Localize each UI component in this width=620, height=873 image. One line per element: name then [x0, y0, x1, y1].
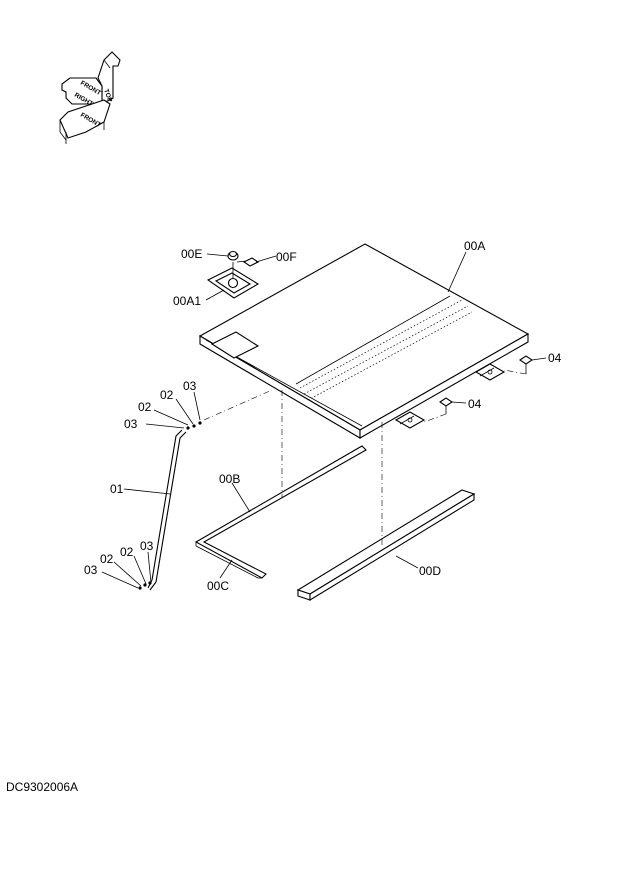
bolt-04-lower: [423, 397, 453, 423]
label-04-lower: 04: [468, 397, 482, 411]
label-00E: 00E: [181, 247, 202, 261]
label-02-top: 02: [160, 388, 174, 402]
label-00F: 00F: [276, 250, 297, 264]
label-03-top-b: 03: [124, 417, 138, 431]
drawing-number: DC9302006A: [6, 780, 79, 794]
orientation-icon: TOP FRONT RIGHT FRONT: [59, 51, 121, 144]
center-lines: [203, 389, 383, 548]
label-02-bot-a: 02: [100, 552, 114, 566]
label-00C: 00C: [207, 579, 229, 593]
label-03-bot-b: 03: [140, 539, 154, 553]
label-00A1: 00A1: [173, 294, 201, 308]
seal-bar-00D: [296, 489, 476, 601]
cover-panel-00A: [198, 243, 530, 439]
seal-00B-00C: [194, 445, 367, 579]
label-03-bot-a: 03: [84, 563, 98, 577]
label-00A: 00A: [464, 239, 485, 253]
label-00B: 00B: [219, 472, 240, 486]
part-labels: 00E 00F 00A 00A1 04 04 03 02 02 03 01 00…: [84, 239, 562, 593]
label-04-upper: 04: [548, 351, 562, 365]
lock-assembly: [206, 250, 260, 299]
rod-01: [138, 421, 202, 591]
label-02-bot-b: 02: [120, 545, 134, 559]
label-00D: 00D: [419, 564, 441, 578]
label-02-top-b: 02: [138, 400, 152, 414]
label-01: 01: [110, 482, 124, 496]
bolt-04-upper: [503, 355, 533, 375]
leader-lines: [101, 251, 547, 589]
label-03-top-a: 03: [183, 379, 197, 393]
orientation-label-top: TOP: [102, 88, 113, 103]
